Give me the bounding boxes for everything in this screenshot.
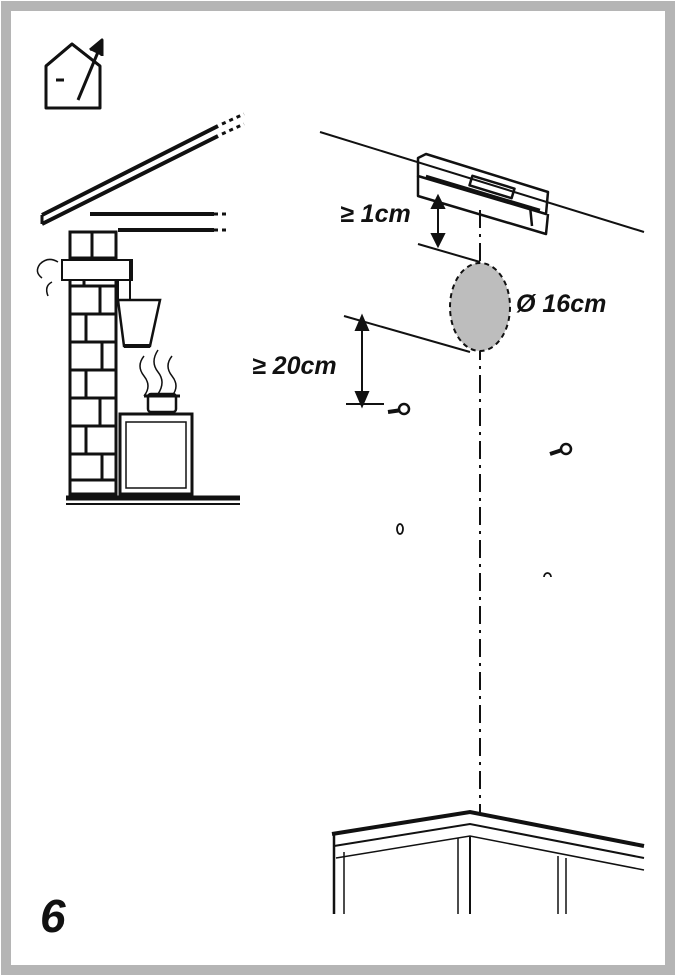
bottom-clearance-dimension (343, 313, 471, 409)
drill-hole-left (396, 523, 404, 535)
screw-left (387, 402, 411, 416)
cooker-top (331, 809, 645, 914)
step-number: 6 (40, 890, 66, 942)
ceiling-line (319, 131, 645, 233)
house-exhaust-arrow-icon (44, 38, 104, 110)
screw-right (549, 442, 573, 456)
top-clearance-dimension (417, 193, 481, 263)
duct-opening (449, 262, 511, 352)
duct-diameter-label: Ø 16cm (516, 290, 606, 318)
drill-hole-right (543, 572, 552, 578)
mounting-bracket (416, 152, 550, 236)
bottom-clearance-label: ≥ 20cm (252, 352, 337, 380)
wall-section-illustration (36, 112, 245, 505)
top-clearance-label: ≥ 1cm (340, 200, 411, 228)
